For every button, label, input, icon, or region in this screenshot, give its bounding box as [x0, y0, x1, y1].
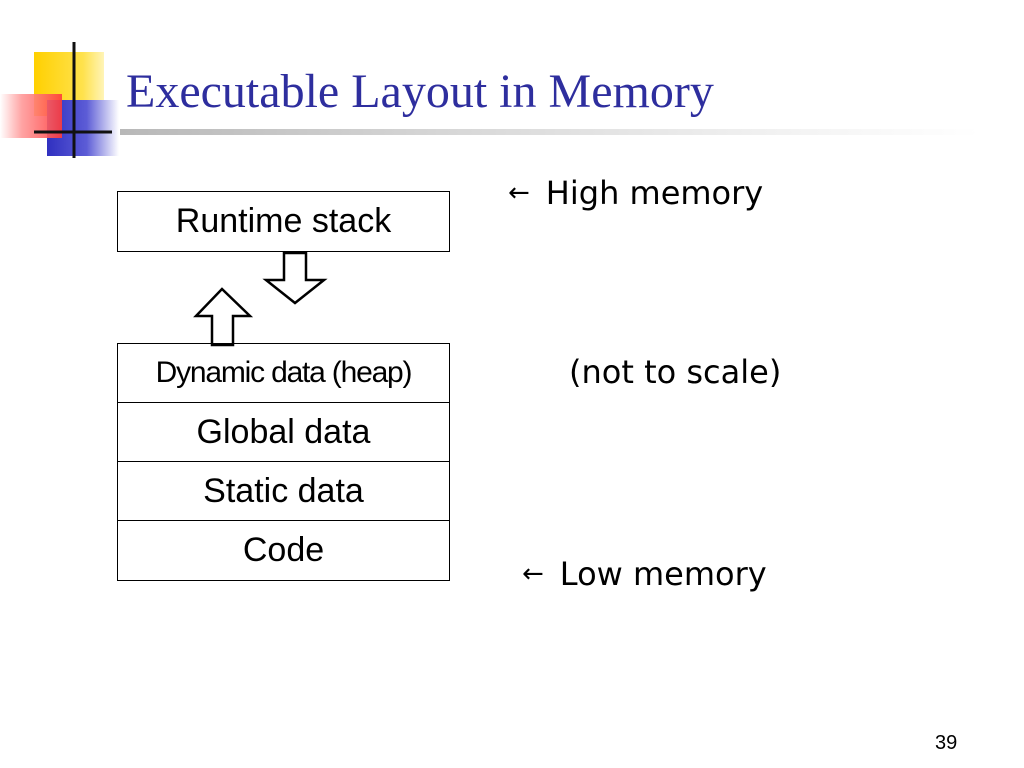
scale-note: (not to scale) [569, 353, 782, 391]
title-decoration [0, 42, 119, 158]
arrow-down-icon [262, 251, 328, 305]
heap-segment: Dynamic data (heap) [118, 344, 449, 403]
slide-title: Executable Layout in Memory [126, 65, 714, 118]
high-memory-label: High memory [545, 174, 764, 212]
static-data-segment: Static data [118, 462, 449, 521]
left-arrow-icon: ← [508, 178, 530, 208]
title-underline [120, 129, 980, 135]
global-data-segment: Global data [118, 403, 449, 462]
code-segment: Code [242, 531, 325, 569]
left-arrow-icon: ← [522, 559, 544, 589]
growth-arrows [193, 251, 328, 347]
memory-segments: Dynamic data (heap) Global data Static d… [117, 343, 450, 581]
low-memory-note: ← Low memory [522, 555, 767, 593]
page-number: 39 [935, 732, 958, 754]
runtime-stack-box: Runtime stack [117, 191, 450, 252]
arrow-up-icon [193, 287, 254, 347]
low-memory-label: Low memory [559, 555, 767, 593]
high-memory-note: ← High memory [508, 174, 763, 212]
